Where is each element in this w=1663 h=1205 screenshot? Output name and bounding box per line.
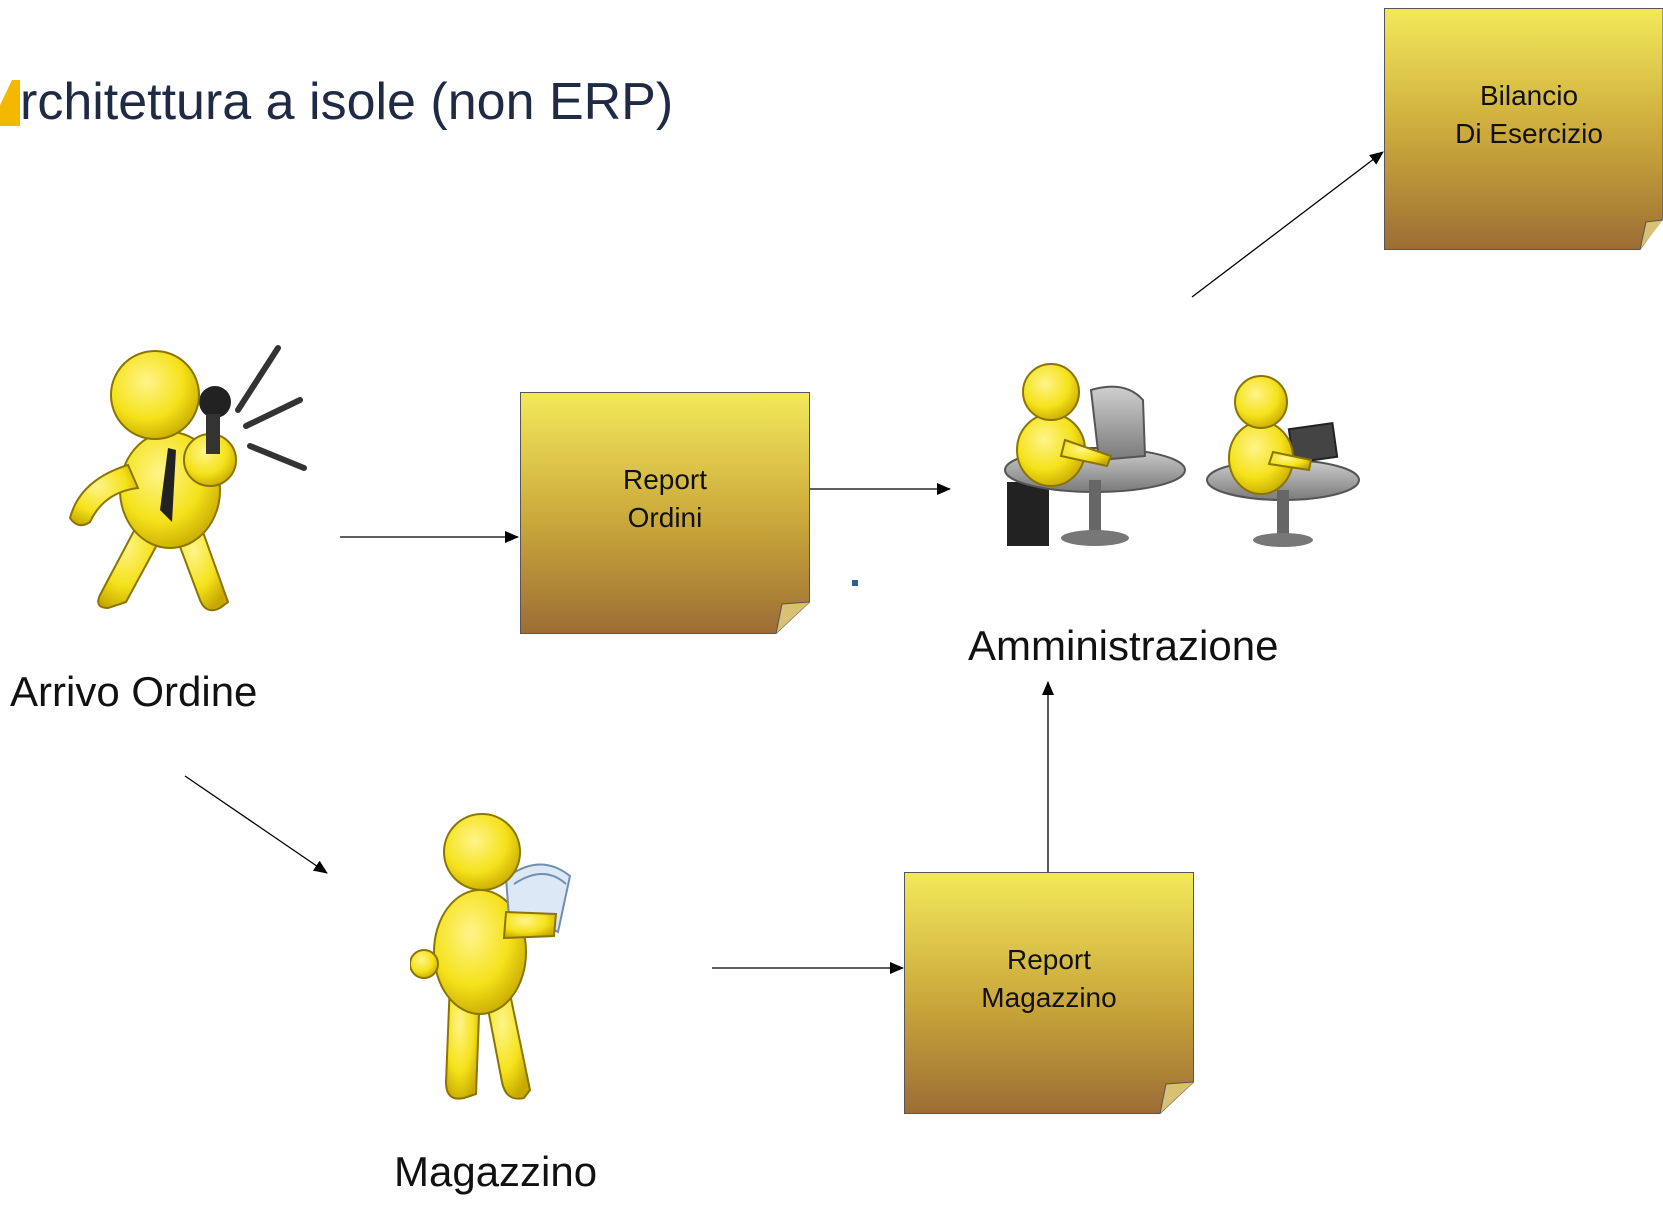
small-marker-dot [852, 580, 858, 586]
desk-workers-icon [1004, 363, 1360, 547]
amministrazione-label: Amministrazione [968, 622, 1279, 669]
reading-person-icon [410, 813, 572, 1100]
report-magazzino-label-line1: Report [1006, 944, 1092, 975]
bilancio-label-line2: Di Esercizio [1455, 118, 1603, 149]
bilancio-label-line1: Bilancio [1479, 80, 1579, 111]
bilancio-note: Bilancio Di Esercizio [1384, 8, 1663, 250]
report-ordini-note: Report Ordini [520, 392, 810, 634]
report-magazzino-label-line2: Magazzino [981, 982, 1117, 1013]
arrivo-ordine-label: Arrivo Ordine [10, 668, 258, 715]
report-ordini-label-line1: Report [622, 464, 708, 495]
arrow-amministrazione-to-bilancio [1191, 151, 1384, 298]
title-accent-icon [0, 80, 20, 131]
report-magazzino-note: Report Magazzino [904, 872, 1194, 1114]
arrow-arrivo-to-magazzino [184, 775, 328, 874]
page-title: rchitettura a isole (non ERP) [20, 73, 674, 131]
magazzino-label: Magazzino [394, 1148, 598, 1195]
megaphone-person-icon [68, 345, 307, 612]
report-ordini-label-line2: Ordini [627, 502, 703, 533]
